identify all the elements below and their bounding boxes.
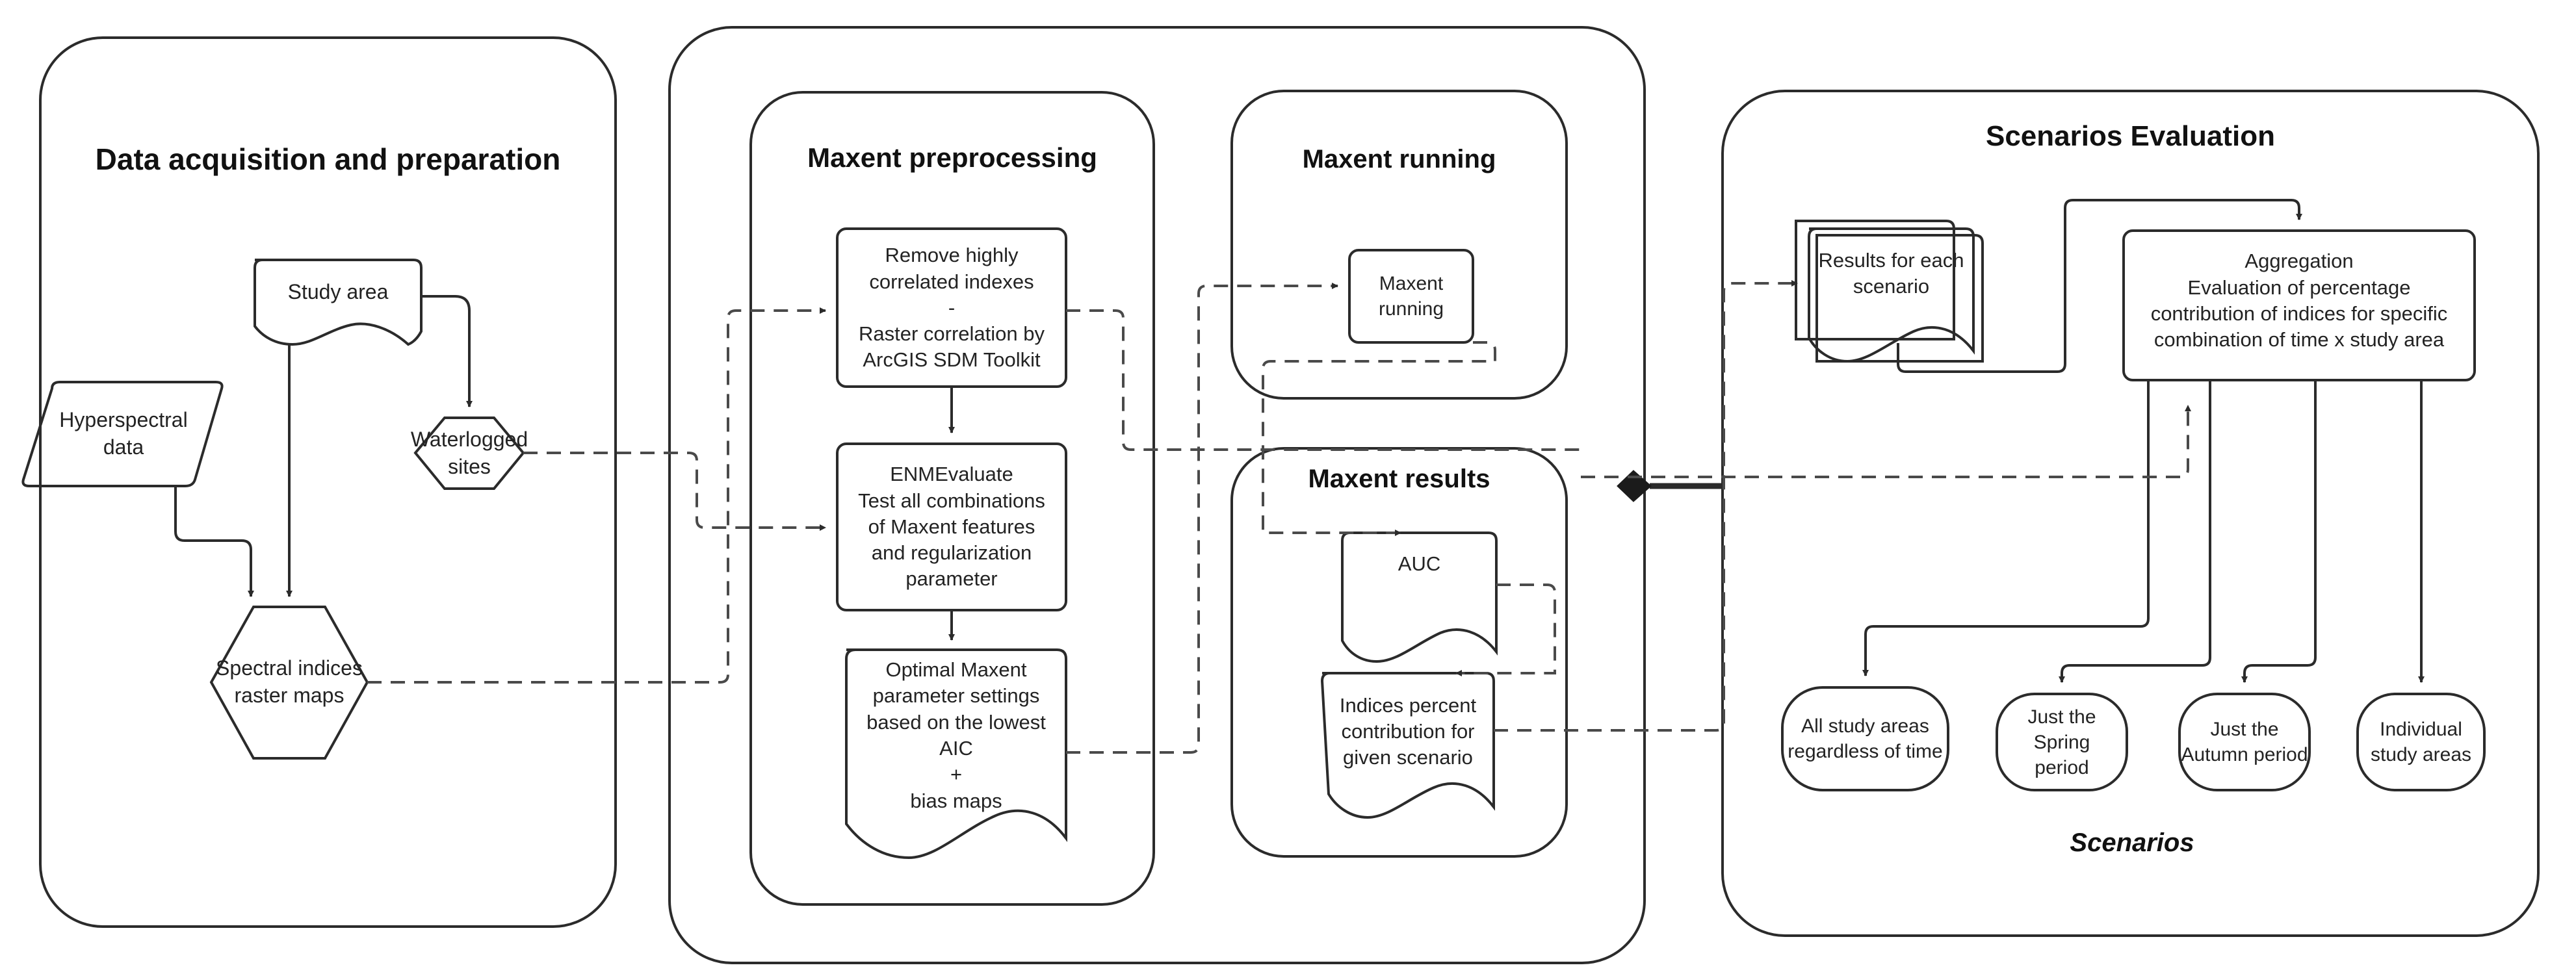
dashed-remove-to-right: [1066, 309, 1580, 451]
group-maxent-results: [1230, 447, 1568, 858]
dashed-auc-to-indices: [1455, 583, 1556, 676]
group-data-acquisition: [39, 36, 617, 928]
arrow-aggregation-to-scenario-2: [2059, 380, 2211, 683]
shape-results-each-scenario: [1808, 227, 1975, 363]
shape-scenario-2: [1996, 693, 2128, 791]
shape-spectral-indices: [209, 606, 369, 760]
shape-scenario-1: [1781, 686, 1949, 791]
dashed-optimal-to-running: [1066, 283, 1338, 754]
shape-study-area: [254, 259, 423, 346]
arrow-aggregation-to-scenario-3: [2241, 380, 2317, 683]
shape-results-each-scenario-back2: [1815, 234, 1984, 363]
dashed-results-to-aggregation-arrow: [1581, 405, 2191, 478]
group-maxent-running: [1230, 90, 1568, 400]
arrow-aggregation-to-scenario-1: [1862, 380, 2150, 676]
arrow-hyperspectral-to-spectral: [174, 486, 254, 597]
group-scenarios-evaluation: [1721, 90, 2540, 937]
dashed-indices-to-results: [1494, 280, 1798, 732]
shape-enmevaluate: [836, 442, 1067, 611]
shape-maxent-running: [1348, 249, 1474, 344]
shape-optimal-settings: [845, 648, 1067, 860]
shape-indices-percent: [1320, 672, 1495, 819]
shape-results-each-scenario-back: [1795, 220, 1955, 340]
shape-scenario-4: [2356, 693, 2486, 791]
shape-scenario-3: [2178, 693, 2311, 791]
shape-hyperspectral-data: [21, 381, 224, 487]
arrow-study-to-waterlogged: [421, 295, 473, 407]
dashed-running-to-auc: [1262, 341, 1496, 536]
group-maxent-outer: [668, 26, 1646, 964]
shape-remove-correlated: [836, 227, 1067, 388]
group-maxent-preprocessing: [749, 91, 1155, 906]
dashed-spectral-riser: [367, 307, 826, 684]
shape-auc: [1341, 532, 1498, 663]
shape-aggregation: [2122, 229, 2476, 381]
arrow-results-to-aggregation: [1897, 199, 2302, 373]
shape-waterlogged-sites: [413, 417, 525, 490]
dashed-waterlogged-split: [523, 452, 826, 531]
